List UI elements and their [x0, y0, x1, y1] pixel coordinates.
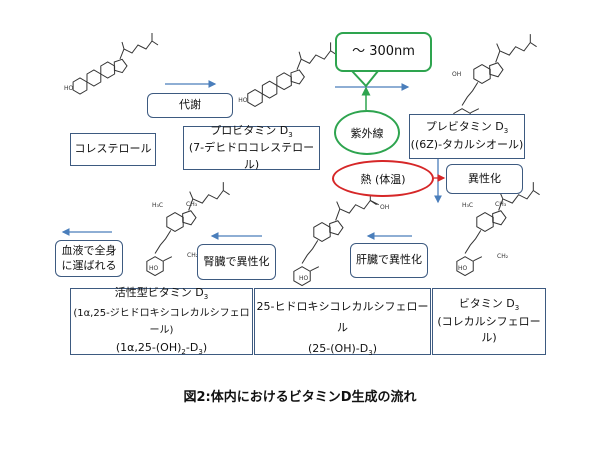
molecule-vitamin-d3 — [456, 182, 540, 277]
step-kidney: 腎臓で異性化 — [197, 244, 276, 280]
molecule-provitamin-d3 — [247, 42, 338, 107]
box-vitamin-d3: ビタミン D3 (コレカルシフェロール) — [432, 288, 546, 355]
box-25-hydroxy-d3: 25-ヒドロキシコレカルシフェロール (25-(OH)-D3) — [254, 288, 431, 357]
step-liver: 肝臓で異性化 — [350, 243, 428, 278]
step-label: 代謝 — [179, 98, 201, 112]
figure-caption: 図2:体内におけるビタミンD生成の流れ — [183, 390, 417, 405]
ring-b — [86, 69, 102, 87]
step-label: に運ばれる — [61, 258, 117, 272]
compound-name: プレビタミン D3 — [425, 120, 509, 136]
step-label: 腎臓で異性化 — [203, 254, 270, 268]
compound-alt-name: (1α,25-ジヒドロキシコレカルシフェロール) — [73, 307, 250, 336]
side-chain — [296, 42, 338, 70]
ring-a — [456, 256, 474, 277]
molecule-cholesterol — [72, 33, 159, 95]
compound-name: 25-ヒドロキシコレカルシフェロール — [256, 300, 429, 334]
ring-c — [476, 211, 494, 233]
hydroxyl-label: HO — [299, 275, 309, 282]
step-metabolism: 代謝 — [147, 93, 233, 118]
triene-chain — [154, 230, 172, 254]
ring-d — [182, 210, 197, 226]
step-label: 血液で全身 — [61, 244, 117, 258]
step-isomerization: 異性化 — [446, 164, 523, 194]
side-chain — [498, 182, 540, 211]
ring-d — [489, 62, 504, 78]
oh-bond — [370, 200, 379, 206]
ring-c — [473, 63, 491, 85]
triene-chain — [461, 82, 479, 106]
compound-name: コレステロール — [74, 142, 152, 156]
ring-a — [146, 256, 164, 277]
methyl-label: H₃C — [462, 202, 473, 209]
compound-formula: (25-(OH)-D3) — [308, 341, 377, 357]
step-label: 異性化 — [468, 171, 501, 185]
hydroxyl-label: OH — [380, 204, 389, 211]
methylene-label: CH₂ — [497, 253, 509, 260]
methyl-label: CH₃ — [495, 201, 507, 208]
methylene — [470, 108, 480, 114]
triene-chain — [464, 230, 482, 254]
ring-c — [166, 211, 184, 233]
uv-ellipse: 紫外線 — [334, 110, 400, 155]
ring-d — [113, 58, 128, 74]
ring-b — [261, 80, 278, 99]
side-chain — [119, 33, 159, 60]
hydroxyl-label: HO — [64, 85, 74, 92]
hydroxyl-label: OH — [452, 71, 461, 78]
ring-c — [276, 72, 292, 91]
box-active-vitamin-d3: 活性型ビタミン D3 (1α,25-ジヒドロキシコレカルシフェロール) (1α,… — [70, 286, 253, 356]
hydroxyl-label: HO — [149, 265, 159, 272]
compound-alt-name: (コレカルシフェロール) — [437, 314, 541, 345]
methylene — [163, 256, 173, 262]
wavelength-callout: ～ 300nm — [335, 32, 432, 72]
heat-label: 熱 (体温) — [360, 172, 406, 186]
methylene — [310, 266, 320, 272]
triene-chain — [301, 240, 319, 264]
hydroxyl-label: HO — [238, 97, 248, 104]
methyl-label: H₃C — [152, 202, 163, 209]
ring-a — [247, 89, 263, 107]
ring-d — [290, 69, 305, 85]
methylene — [473, 256, 483, 262]
callout-pointer — [351, 70, 379, 88]
ring-c — [313, 221, 331, 243]
compound-alt-name: (7-デヒドロコレステロール) — [188, 141, 315, 171]
compound-alt-name: ((6Z)-タカルシオール) — [410, 138, 524, 152]
ring-c — [100, 61, 116, 79]
side-chain — [495, 34, 537, 63]
ring-a — [72, 77, 88, 95]
methylene-label: CH₂ — [187, 252, 199, 259]
compound-name: 活性型ビタミン D3 — [114, 286, 209, 302]
heat-ellipse: 熱 (体温) — [332, 160, 434, 197]
side-chain — [188, 182, 230, 211]
compound-formula: (1α,25-(OH)2-D3) — [115, 340, 208, 356]
molecule-25-hydroxy-d3 — [293, 192, 379, 287]
hydroxyl-label: HO — [458, 265, 468, 272]
compound-name: プロビタミン D3 — [210, 123, 293, 139]
ring-d — [492, 210, 507, 226]
ring-a — [293, 266, 311, 287]
box-previtamin-d3: プレビタミン D3 ((6Z)-タカルシオール) — [409, 114, 525, 159]
ring-d — [329, 220, 344, 236]
compound-name: ビタミン D3 — [458, 297, 520, 313]
step-label: 肝臓で異性化 — [356, 253, 422, 267]
box-provitamin-d3: プロビタミン D3 (7-デヒドロコレステロール) — [183, 123, 320, 171]
uv-label: 紫外線 — [350, 126, 384, 140]
step-blood: 血液で全身 に運ばれる — [55, 240, 123, 277]
methyl-label: CH₃ — [186, 201, 198, 208]
box-cholesterol: コレステロール — [70, 133, 156, 166]
wavelength-label: ～ 300nm — [352, 44, 415, 60]
molecule-active-d3 — [146, 182, 230, 277]
